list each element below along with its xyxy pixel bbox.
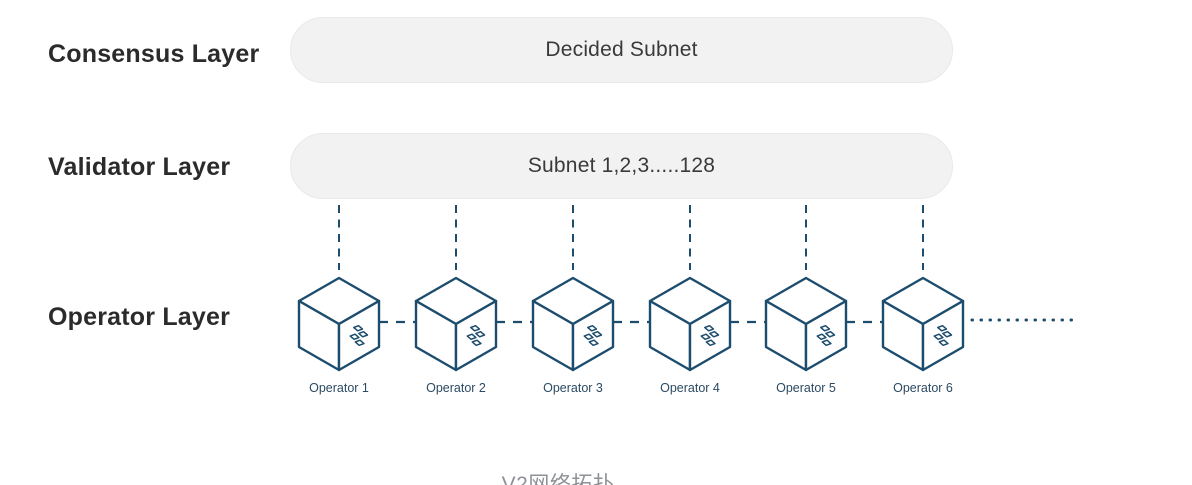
validator-layer-label: Validator Layer bbox=[48, 153, 231, 181]
consensus-pill: Decided Subnet bbox=[290, 17, 953, 83]
operator-4-label: Operator 4 bbox=[660, 381, 720, 395]
operator-2-label: Operator 2 bbox=[426, 381, 486, 395]
operator-6-label: Operator 6 bbox=[893, 381, 953, 395]
operator-3-label: Operator 3 bbox=[543, 381, 603, 395]
validator-pill: Subnet 1,2,3.....128 bbox=[290, 133, 953, 199]
operator-5-cube-icon bbox=[764, 276, 848, 372]
diagram-caption: V2网络拓扑 bbox=[501, 473, 615, 485]
operator-5-label: Operator 5 bbox=[776, 381, 836, 395]
operator-layer-label: Operator Layer bbox=[48, 303, 231, 331]
consensus-layer-label: Consensus Layer bbox=[48, 40, 260, 68]
operator-3-cube-icon bbox=[531, 276, 615, 372]
operator-4-cube-icon bbox=[648, 276, 732, 372]
operator-6-cube-icon bbox=[881, 276, 965, 372]
operator-1-cube-icon bbox=[297, 276, 381, 372]
validator-pill-text: Subnet 1,2,3.....128 bbox=[527, 154, 716, 177]
operator-1-label: Operator 1 bbox=[309, 381, 369, 395]
consensus-pill-text: Decided Subnet bbox=[545, 38, 698, 61]
operator-2-cube-icon bbox=[414, 276, 498, 372]
